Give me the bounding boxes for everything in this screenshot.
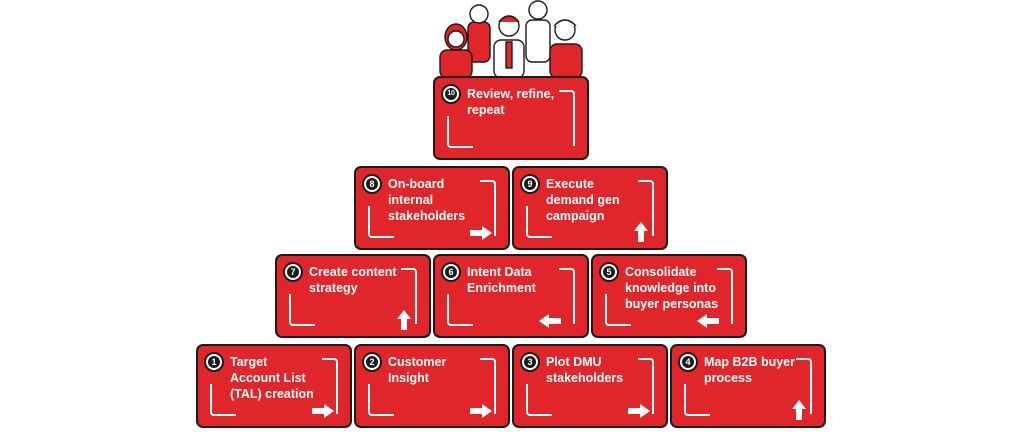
step-label: Execute demand gen campaign [546,177,620,223]
step-number-badge: 6 [441,262,461,282]
step-label: Plot DMU stakeholders [546,355,624,385]
corner-frame [638,358,654,414]
corner-frame [638,180,654,236]
corner-frame [796,358,812,414]
step-number-badge: 10 [441,84,461,104]
step-label: Map B2B buyer process [704,355,795,385]
step-block-3: 3 Plot DMU stakeholders [512,344,668,428]
step-block-4: 4 Map B2B buyer process [670,344,826,428]
step-label: Consolidate knowledge into buyer persona… [625,265,719,311]
corner-frame [559,268,575,324]
step-number-badge: 9 [520,174,540,194]
arrow-right-icon [470,226,492,240]
step-label: Create content strategy [309,265,397,295]
step-number-badge: 1 [204,352,224,372]
corner-frame [480,358,496,414]
step-number-badge: 8 [362,174,382,194]
corner-frame [717,268,733,324]
corner-frame [447,116,473,148]
arrow-right-icon [470,404,492,418]
step-block-1: 1 Target Account List (TAL) creation [196,344,352,428]
arrow-left-icon [539,314,561,328]
step-number-badge: 3 [520,352,540,372]
step-label: On-board internal stakeholders [388,177,466,223]
step-number-badge: 5 [599,262,619,282]
arrow-up-icon [634,222,648,242]
corner-frame [401,268,417,324]
corner-frame [605,294,631,326]
arrow-right-icon [628,404,650,418]
step-block-5: 5 Consolidate knowledge into buyer perso… [591,254,747,338]
step-number-badge: 2 [362,352,382,372]
step-label: Intent Data Enrichment [467,265,536,295]
corner-frame [526,384,552,416]
step-number-badge: 4 [678,352,698,372]
corner-frame [210,384,236,416]
step-block-6: 6 Intent Data Enrichment [433,254,589,338]
corner-frame [322,358,338,414]
step-block-2: 2 Customer Insight [354,344,510,428]
step-number-badge: 7 [283,262,303,282]
step-label: Target Account List (TAL) creation [230,355,314,401]
corner-frame [368,384,394,416]
step-block-7: 7 Create content strategy [275,254,431,338]
corner-frame [368,206,394,238]
corner-frame [480,180,496,236]
arrow-up-icon [792,400,806,420]
corner-frame [447,294,473,326]
step-block-8: 8 On-board internal stakeholders [354,166,510,250]
corner-frame [684,384,710,416]
step-label: Review, refine, repeat [467,87,555,117]
arrow-up-icon [397,310,411,330]
step-label: Customer Insight [388,355,447,385]
arrow-left-icon [697,314,719,328]
step-block-10: 10 Review, refine, repeat [433,76,589,160]
corner-frame [559,90,575,146]
step-block-9: 9 Execute demand gen campaign [512,166,668,250]
corner-frame [289,294,315,326]
corner-frame [526,206,552,238]
team-people-icon [439,0,583,78]
arrow-right-icon [312,404,334,418]
